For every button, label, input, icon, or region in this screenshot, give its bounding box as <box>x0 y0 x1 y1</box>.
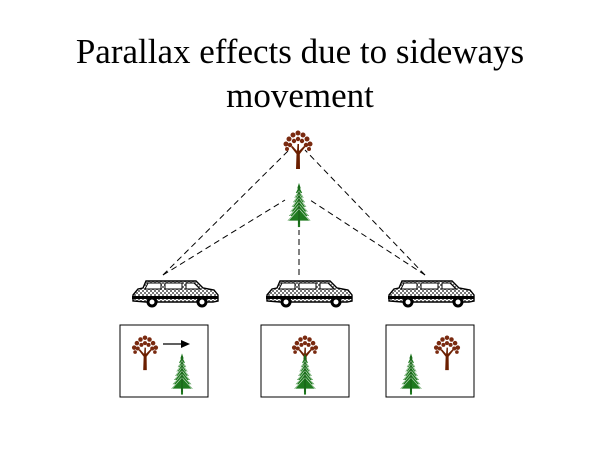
sight-line-right-far <box>304 149 426 276</box>
car-icon <box>387 280 475 309</box>
arrow-right-icon <box>163 340 190 348</box>
slide-title: Parallax effects due to sideways movemen… <box>0 30 600 118</box>
title-line-1: Parallax effects due to sideways <box>75 32 525 71</box>
car-icon <box>265 280 353 309</box>
sight-lines <box>162 149 426 276</box>
view-frame-right <box>385 324 475 398</box>
conifer-tree-icon <box>287 182 311 228</box>
car-icon <box>131 280 219 309</box>
sight-line-left-near <box>162 199 286 276</box>
view-frame-border <box>119 324 209 398</box>
sight-line-left-far <box>162 149 290 276</box>
view-frame-left <box>119 324 209 398</box>
view-frame-center <box>260 324 350 398</box>
sight-line-right-near <box>309 199 426 276</box>
view-frame-border <box>385 324 475 398</box>
deciduous-tree-icon <box>283 130 313 169</box>
title-line-2: movement <box>226 76 374 115</box>
